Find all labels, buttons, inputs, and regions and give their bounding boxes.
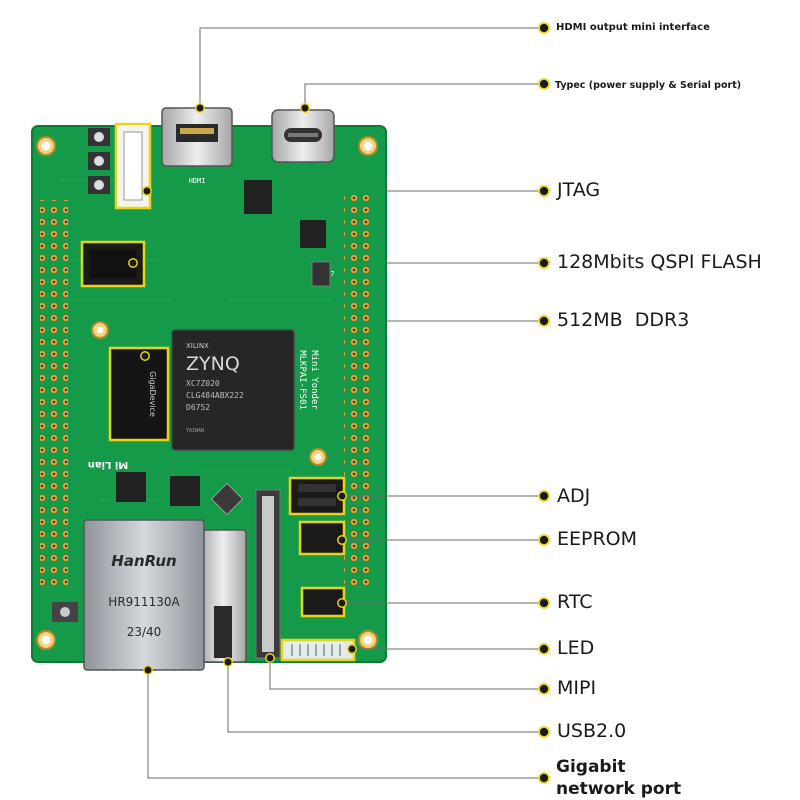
zynq-chip: XILINX ZYNQ XC7Z020 CLG484ABX222 D6752 T… [171, 329, 295, 451]
mounting-holes [36, 136, 378, 650]
label-hdmi: HDMI output mini interface [556, 22, 710, 33]
small-chips [116, 180, 331, 516]
board-model: MLKPAI-FS01 [297, 350, 307, 410]
typec-connector [271, 109, 335, 163]
flash-brand: GigaDevice [148, 371, 157, 417]
pin-headers [40, 195, 370, 590]
label-gigabit-1: Gigabit [556, 757, 626, 777]
brand-mark: Mi Lian [88, 459, 129, 470]
ethernet-jack: HanRun HR911130A 23/40 [83, 519, 205, 671]
hdmi-connector: HDMI [161, 107, 233, 185]
tact-buttons [52, 128, 110, 622]
label-qspi: 128Mbits QSPI FLASH [557, 251, 762, 273]
mipi-connector [255, 489, 281, 659]
board-name: Mini Yonder [309, 350, 319, 410]
label-rtc: RTC [557, 591, 593, 613]
label-typec: Typec (power supply & Serial port) [555, 80, 742, 91]
label-ddr: 512MB DDR3 [557, 309, 690, 331]
ddr3-chip: GigaDevice [108, 346, 170, 442]
label-usb: USB2.0 [557, 720, 627, 742]
label-adj: ADJ [557, 485, 591, 507]
usb-connector [199, 529, 247, 663]
label-jtag: JTAG [557, 179, 601, 201]
chip-lot: D6752 [186, 403, 210, 412]
chip-name: ZYNQ [186, 353, 240, 375]
eeprom-chip [298, 520, 346, 556]
eth-model: HR911130A [108, 595, 180, 609]
leader-dots [128, 22, 550, 784]
label-eeprom: EEPROM [557, 528, 638, 550]
eth-code: 23/40 [127, 625, 162, 639]
label-mipi: MIPI [557, 677, 597, 699]
label-led: LED [557, 637, 595, 659]
chip-model: XC7Z020 [186, 379, 220, 388]
chip-code: CLG484ABX222 [186, 391, 244, 400]
led-array [280, 638, 356, 662]
eth-brand: HanRun [111, 552, 176, 570]
adj-component [288, 476, 346, 516]
leader-lines [147, 27, 544, 779]
hdmi-tag: HDMI [189, 177, 206, 185]
chip-origin: TAIWAN [186, 428, 204, 434]
chip-brand: XILINX [186, 342, 209, 350]
label-gigabit-2: network port [556, 779, 682, 799]
